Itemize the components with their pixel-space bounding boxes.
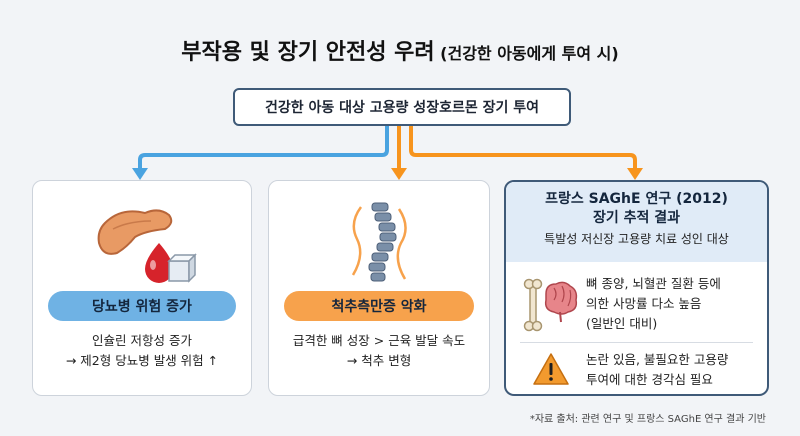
scoliosis-card: 척추측만증 악화 급격한 뼈 성장 > 근육 발달 속도 → 척추 변형 — [268, 180, 490, 396]
arrowhead-scoliosis — [391, 168, 407, 180]
title-sub: (건강한 아동에게 투여 시) — [440, 44, 619, 63]
diabetes-pill: 당뇨병 위험 증가 — [48, 291, 236, 321]
study-subtitle: 특발성 저신장 고용량 치료 성인 대상 — [544, 232, 729, 246]
scoliosis-desc-line-2: → 척추 변형 — [346, 353, 412, 368]
diabetes-description: 인슐린 저항성 증가 → 제2형 당뇨병 발생 위험 ↑ — [33, 331, 251, 371]
spine-icon — [269, 199, 489, 287]
title-main: 부작용 및 장기 안전성 우려 — [181, 40, 435, 65]
treatment-box: 건강한 아동 대상 고용량 성장호르몬 장기 투여 — [233, 88, 571, 126]
bone-brain-icon — [523, 278, 578, 332]
finding-line-3: (일반인 대비) — [586, 316, 658, 331]
study-card: 프랑스 SAGhE 연구 (2012) 장기 추적 결과 특발성 저신장 고용량… — [504, 180, 769, 396]
warning-icon — [533, 353, 569, 385]
arrow-to-study — [409, 126, 637, 170]
scoliosis-title: 척추측만증 악화 — [331, 299, 427, 315]
diabetes-desc-line-1: 인슐린 저항성 증가 — [92, 333, 192, 348]
study-header: 프랑스 SAGhE 연구 (2012) 장기 추적 결과 특발성 저신장 고용량… — [506, 182, 767, 262]
diabetes-desc-line-2: → 제2형 당뇨병 발생 위험 ↑ — [65, 353, 219, 368]
study-warning-row: 논란 있음, 불필요한 고용량 투여에 대한 경각심 필요 — [506, 346, 767, 394]
arrowhead-study — [627, 168, 643, 180]
scoliosis-description: 급격한 뼈 성장 > 근육 발달 속도 → 척추 변형 — [269, 331, 489, 371]
diabetes-card: 당뇨병 위험 증가 인슐린 저항성 증가 → 제2형 당뇨병 발생 위험 ↑ — [32, 180, 252, 396]
study-divider — [520, 342, 753, 343]
source-footnote: *자료 출처: 관련 연구 및 프랑스 SAGhE 연구 결과 기반 — [529, 414, 766, 425]
arrowhead-diabetes — [132, 168, 148, 180]
scoliosis-desc-line-1: 급격한 뼈 성장 > 근육 발달 속도 — [292, 333, 466, 348]
diabetes-title: 당뇨병 위험 증가 — [92, 299, 192, 315]
study-finding-row: 뼈 종양, 뇌혈관 질환 등에 의한 사망률 다소 높음 (일반인 대비) — [506, 270, 767, 340]
study-warning-text: 논란 있음, 불필요한 고용량 투여에 대한 경각심 필요 — [586, 350, 728, 390]
pancreas-blood-sugar-icon — [33, 199, 251, 287]
arrow-to-diabetes — [138, 126, 389, 170]
warning-line-2: 투여에 대한 경각심 필요 — [586, 372, 713, 387]
scoliosis-pill: 척추측만증 악화 — [284, 291, 474, 321]
page-title: 부작용 및 장기 안전성 우려 (건강한 아동에게 투여 시) — [0, 34, 800, 66]
study-finding-text: 뼈 종양, 뇌혈관 질환 등에 의한 사망률 다소 높음 (일반인 대비) — [586, 274, 721, 334]
finding-line-1: 뼈 종양, 뇌혈관 질환 등에 — [586, 276, 721, 291]
study-title-line-2: 장기 추적 결과 — [592, 210, 681, 226]
finding-line-2: 의한 사망률 다소 높음 — [586, 296, 702, 311]
warning-line-1: 논란 있음, 불필요한 고용량 — [586, 352, 729, 367]
treatment-label: 건강한 아동 대상 고용량 성장호르몬 장기 투여 — [265, 100, 539, 116]
study-title-line-1: 프랑스 SAGhE 연구 (2012) — [545, 191, 728, 207]
